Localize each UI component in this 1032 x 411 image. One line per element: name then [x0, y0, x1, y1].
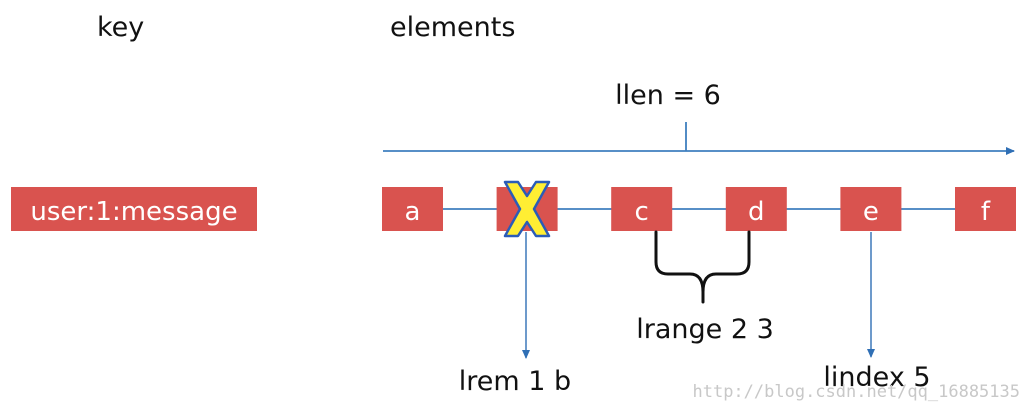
watermark: http://blog.csdn.net/qq_16885135 — [692, 382, 1020, 402]
cross-mark-icon — [503, 180, 551, 238]
list-element-label-c: c — [635, 197, 649, 227]
list-element-box-e — [840, 187, 902, 231]
elements-header: elements — [390, 12, 515, 43]
lrange-brace — [654, 230, 751, 304]
list-element-box-c — [611, 187, 673, 231]
list-element-label-f: f — [981, 197, 991, 227]
key-box — [11, 187, 257, 231]
list-element-box-d — [725, 187, 787, 231]
lindex-label: lindex 5 — [823, 362, 930, 393]
list-element-label-d: d — [748, 197, 765, 227]
key-header: key — [97, 12, 144, 43]
list-element-box-f — [955, 187, 1016, 231]
list-element-box-a — [382, 187, 443, 231]
lrange-label: lrange 2 3 — [636, 314, 774, 345]
list-element-label-a: a — [405, 197, 421, 227]
llen-label: llen = 6 — [615, 80, 721, 111]
list-element-label-e: e — [863, 197, 879, 227]
key-box-label: user:1:message — [30, 197, 237, 227]
lrem-label: lrem 1 b — [459, 366, 571, 397]
